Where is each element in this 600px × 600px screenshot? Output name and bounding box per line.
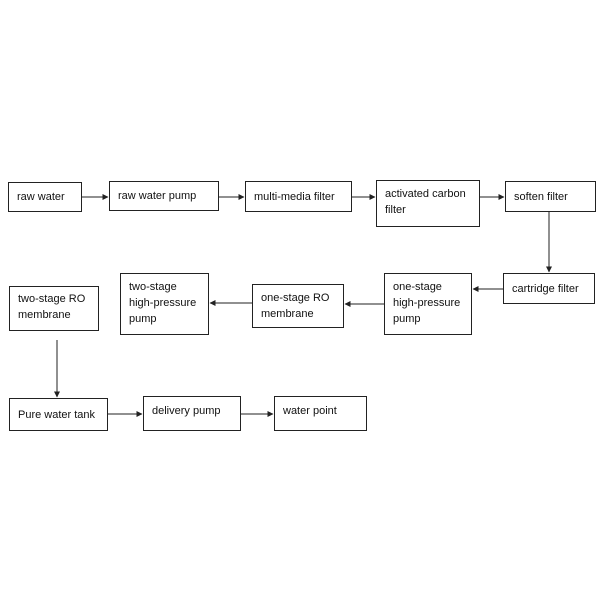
node-delivery-pump: delivery pump xyxy=(143,396,241,431)
node-one-stage-hp-pump: one-stage high-pressure pump xyxy=(384,273,472,335)
node-delivery-pump-label: delivery pump xyxy=(152,405,221,417)
node-activated-carbon-filter: activated carbon filter xyxy=(376,180,480,227)
node-two-stage-ro: two-stage RO membrane xyxy=(9,286,99,331)
node-raw-water-pump: raw water pump xyxy=(109,181,219,211)
node-two-stage-hp-pump: two-stage high-pressure pump xyxy=(120,273,209,335)
node-activated-carbon-filter-label: activated carbon filter xyxy=(385,188,466,216)
node-soften-filter: soften filter xyxy=(505,181,596,212)
node-one-stage-ro-label: one-stage RO membrane xyxy=(261,292,330,320)
node-one-stage-ro: one-stage RO membrane xyxy=(252,284,344,328)
node-two-stage-hp-pump-label: two-stage high-pressure pump xyxy=(129,281,197,325)
node-two-stage-ro-label: two-stage RO membrane xyxy=(18,293,86,321)
node-pure-water-tank-label: Pure water tank xyxy=(18,408,96,421)
node-water-point: water point xyxy=(274,396,367,431)
node-raw-water: raw water xyxy=(8,182,82,212)
node-soften-filter-label: soften filter xyxy=(514,190,568,203)
node-multi-media-filter-label: multi-media filter xyxy=(254,190,335,203)
node-water-point-label: water point xyxy=(283,405,337,417)
node-one-stage-hp-pump-label: one-stage high-pressure pump xyxy=(393,281,461,325)
node-cartridge-filter: cartridge filter xyxy=(503,273,595,304)
node-cartridge-filter-label: cartridge filter xyxy=(512,282,579,295)
node-raw-water-pump-label: raw water pump xyxy=(118,190,197,202)
node-pure-water-tank: Pure water tank xyxy=(9,398,108,431)
node-raw-water-label: raw water xyxy=(17,191,65,203)
node-multi-media-filter: multi-media filter xyxy=(245,181,352,212)
